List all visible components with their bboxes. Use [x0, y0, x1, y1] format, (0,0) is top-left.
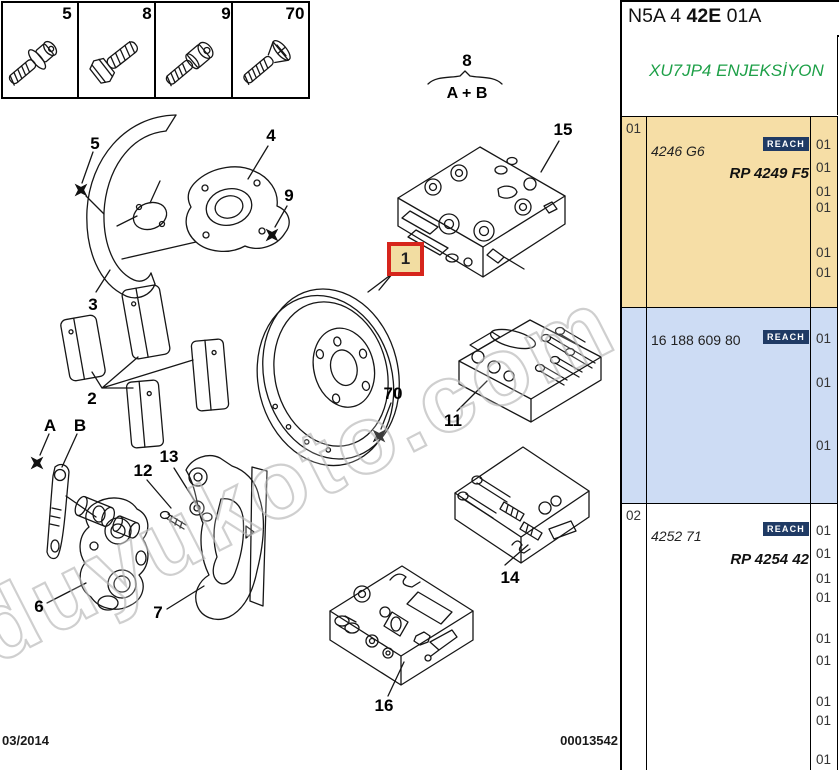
row-index: 01: [626, 121, 642, 136]
reference-title: N5A 4 42E 01A: [622, 0, 839, 37]
title-seg3: 01A: [721, 5, 762, 27]
column-divider: [646, 504, 647, 770]
quantity: 01: [816, 713, 832, 728]
part-number[interactable]: 4252 71: [651, 528, 702, 544]
quantity: 01: [816, 184, 832, 199]
part-number[interactable]: 4246 G6: [651, 143, 705, 159]
quantity: 01: [816, 653, 832, 668]
engine-variant-label: XU7JP4 ENJEKSİYON: [649, 61, 824, 80]
quantity: 01: [816, 375, 832, 390]
row-index: 02: [626, 508, 642, 523]
callout-15[interactable]: 15: [553, 120, 573, 139]
callout-group-8[interactable]: 8: [462, 51, 472, 70]
engine-variant-cell: XU7JP4 ENJEKSİYON: [622, 35, 838, 115]
reach-badge[interactable]: REACH: [763, 330, 810, 344]
title-seg1: N5A 4: [628, 5, 687, 27]
quantity: 01: [816, 523, 832, 538]
lever-drawing: [46, 463, 97, 560]
quantity: 01: [816, 571, 832, 586]
quantity: 01: [816, 200, 832, 215]
quantity: 01: [816, 331, 832, 346]
fastener-box-divider: [231, 3, 233, 97]
bolt-kit-11-drawing: [458, 319, 602, 423]
callout-3[interactable]: 3: [88, 295, 98, 314]
brake-disc-drawing: [256, 288, 400, 467]
repair-kit-15-drawing: [397, 146, 566, 278]
quantity: 01: [816, 137, 832, 152]
quantity: 01: [816, 631, 832, 646]
parts-list-panel: N5A 4 42E 01A XU7JP4 ENJEKSİYON 01 4246 …: [620, 0, 839, 770]
splash-shield-drawing: [86, 114, 177, 299]
fastener-reference-box: [1, 1, 310, 99]
fastener-cell-label-8: 8: [142, 4, 152, 23]
piston-parts-drawing: [74, 495, 213, 539]
footer-drawing-number: 00013542: [560, 733, 618, 748]
quantity: 01: [816, 694, 832, 709]
fastener-cell-label-5: 5: [62, 4, 72, 23]
screw-8-icon: [89, 41, 139, 84]
fastener-box-divider: [77, 3, 79, 97]
screw-70-icon: [243, 39, 291, 86]
caliper-bracket-drawing: [121, 166, 290, 260]
parts-row-3[interactable]: 02 4252 71 REACH RP 4254 42 01 01 01 01 …: [622, 503, 838, 770]
column-divider: [646, 117, 647, 308]
callout-5[interactable]: 5: [90, 134, 100, 153]
column-divider: [646, 308, 647, 504]
callout-4[interactable]: 4: [266, 126, 276, 145]
watermark-text: duyukoto.com: [0, 269, 620, 684]
guide-kit-14-drawing: [454, 446, 590, 564]
fastener-cell-label-70: 70: [285, 4, 305, 23]
callout-11[interactable]: 11: [444, 411, 462, 430]
fastener-cell-label-9: 9: [221, 4, 231, 23]
quantity: 01: [816, 546, 832, 561]
service-kit-16-drawing: [329, 565, 474, 686]
quantity: 01: [816, 265, 832, 280]
fastener-box-divider: [154, 3, 156, 97]
caliper-drawing: [79, 497, 149, 611]
column-divider: [810, 308, 811, 504]
replacement-part-number[interactable]: RP 4254 42: [730, 551, 809, 568]
reach-badge[interactable]: REACH: [763, 522, 810, 536]
callout-14[interactable]: 14: [500, 568, 520, 587]
callout-b[interactable]: B: [73, 416, 87, 435]
callout-6[interactable]: 6: [34, 597, 44, 616]
callout-70[interactable]: 70: [383, 384, 403, 403]
callout-7[interactable]: 7: [153, 603, 163, 622]
quantity: 01: [816, 590, 832, 605]
quantity: 01: [816, 160, 832, 175]
title-seg2: 42E: [686, 5, 722, 27]
carrier-drawing: [185, 455, 268, 620]
quantity: 01: [816, 245, 832, 260]
diagram-line-art: duyukoto.com: [0, 39, 620, 697]
column-divider: [810, 504, 811, 770]
callout-16[interactable]: 16: [374, 696, 394, 715]
callout-2[interactable]: 2: [87, 389, 97, 408]
quantity: 01: [816, 752, 832, 767]
group-brace: [427, 70, 503, 85]
quantity: 01: [816, 438, 832, 453]
callout-12[interactable]: 12: [133, 461, 153, 480]
screw-9-icon: [165, 41, 214, 87]
callout-a[interactable]: A: [43, 416, 57, 435]
exploded-diagram: duyukoto.com 5 8 9 70 8 A + B 5 4 9 3 2 …: [0, 1, 620, 748]
footer-date: 03/2014: [2, 733, 49, 748]
highlighted-callout-1[interactable]: 1: [387, 242, 424, 276]
callout-13[interactable]: 13: [159, 447, 179, 466]
reach-badge[interactable]: REACH: [763, 137, 810, 151]
callout-9[interactable]: 9: [284, 186, 294, 205]
part-number[interactable]: 16 188 609 80: [651, 332, 741, 348]
brake-pads-drawing: [60, 284, 230, 449]
leader-lines: [39, 140, 560, 697]
column-divider: [810, 117, 811, 308]
callout-group-ab[interactable]: A + B: [446, 85, 488, 102]
replacement-part-number[interactable]: RP 4249 F5: [729, 165, 810, 182]
parts-row-2[interactable]: 16 188 609 80 REACH 01 01 01: [622, 307, 838, 504]
parts-row-1[interactable]: 01 4246 G6 REACH RP 4249 F5 01 01 01 01 …: [622, 116, 838, 308]
